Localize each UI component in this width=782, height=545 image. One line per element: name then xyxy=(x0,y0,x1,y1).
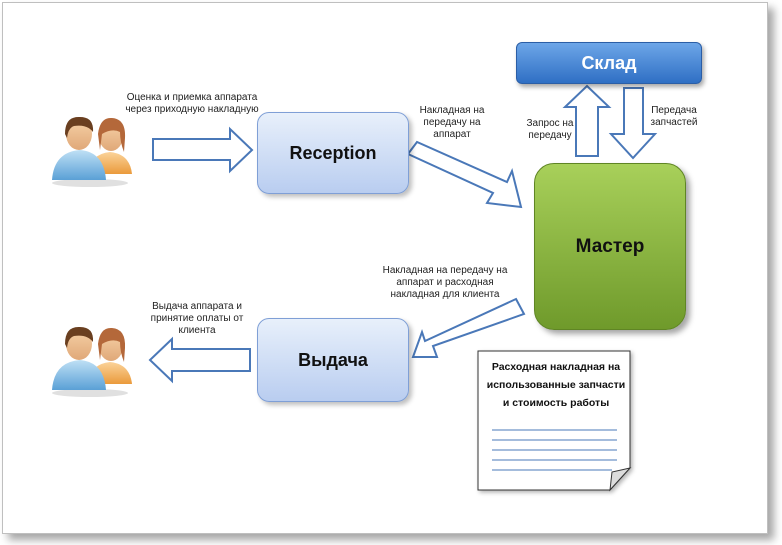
people-icon xyxy=(52,326,132,397)
arrow-intake xyxy=(152,126,254,174)
master-box: Мастер xyxy=(534,163,686,330)
document-shape xyxy=(477,350,632,492)
master-label: Мастер xyxy=(575,235,645,257)
arrow-to-master xyxy=(406,140,523,209)
people-icon xyxy=(52,116,132,187)
arrow-transfer-parts xyxy=(608,87,658,160)
sklad-label: Склад xyxy=(581,52,637,73)
intake-label: Оценка и приемка аппарата через приходну… xyxy=(125,92,259,115)
vydacha-label: Выдача xyxy=(298,349,368,370)
vydacha-box: Выдача xyxy=(257,318,409,402)
transfer-parts-label: Передача запчастей xyxy=(650,105,698,128)
document-text: Расходная накладная на использованные за… xyxy=(486,361,626,409)
request-label: Запрос на передачу xyxy=(526,118,574,141)
arrow-request xyxy=(562,84,612,157)
reception-label: Reception xyxy=(289,142,377,163)
arrow-from-master xyxy=(411,297,526,358)
reception-box: Reception xyxy=(257,112,409,194)
to-master-label: Накладная на передачу на аппарат xyxy=(419,105,485,140)
from-master-label: Накладная на передачу на аппарат и расхо… xyxy=(382,265,508,300)
sklad-box: Склад xyxy=(516,42,702,84)
output-label: Выдача аппарата и принятие оплаты от кли… xyxy=(150,301,244,336)
arrow-output xyxy=(148,336,251,384)
